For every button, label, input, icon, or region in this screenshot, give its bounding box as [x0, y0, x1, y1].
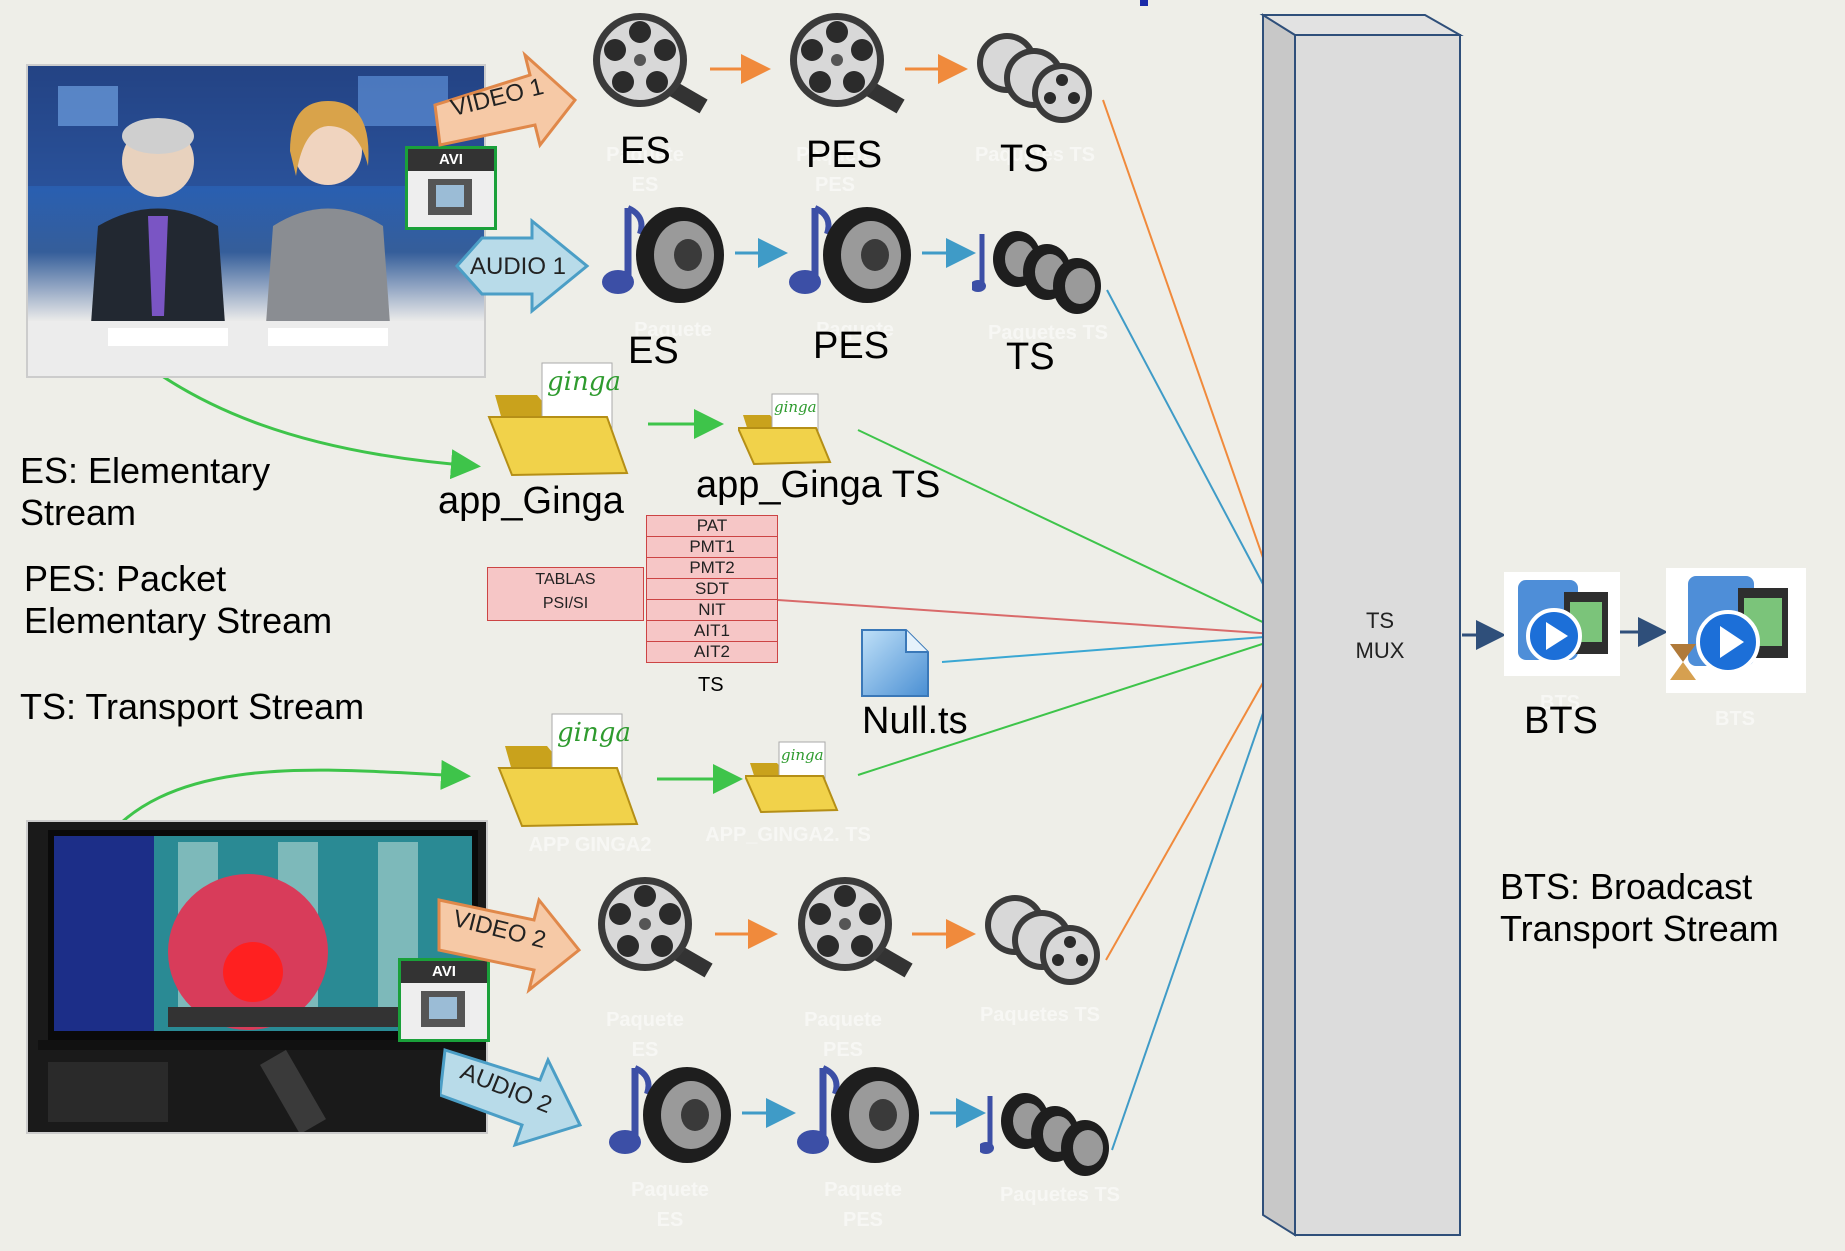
avi-file-icon: AVI [405, 146, 497, 230]
ghost-paquetes-ts-v2: Paquetes TS [979, 1004, 1101, 1026]
film-reels-stack-icon [985, 895, 1100, 985]
table-row-pat: PAT [646, 515, 778, 537]
svg-text:ginga: ginga [781, 746, 824, 764]
film-reel-icon [598, 877, 713, 978]
table-row-ait1: AIT1 [646, 620, 778, 642]
ghost-paquete-a1-pes: Paquete [816, 319, 894, 341]
table-row-pmt1: PMT1 [646, 536, 778, 558]
file-icon [861, 629, 929, 697]
ginga-folder-icon-2: ginga [497, 713, 639, 828]
ghost-paquete-a1: Paquete [634, 319, 712, 341]
ghost-paquete-es-v1: Paquete ES [606, 144, 684, 196]
avi-file-icon-2: AVI [398, 958, 490, 1042]
table-row-nit: NIT [646, 599, 778, 621]
ghost-paquetes-ts-v1: Paquetes TS [974, 144, 1096, 166]
ghost-paquetes-ts-a1: Paquetes TS [987, 322, 1109, 344]
audio1-ts-label: TS [1006, 336, 1055, 378]
ghost-app-ginga2: APP GINGA2 [528, 834, 652, 856]
speakers-stack-icon [972, 231, 1101, 314]
film-reel-icon [790, 13, 905, 114]
speaker-icon [789, 205, 911, 303]
avi-label-2: AVI [401, 961, 487, 983]
bts-media-icon-2 [1666, 568, 1806, 693]
video2-arrow-icon [437, 896, 582, 994]
svg-text:ginga: ginga [774, 398, 817, 416]
audio2-arrow-icon [440, 1048, 583, 1148]
table-row-sdt: SDT [646, 578, 778, 600]
ghost-bts-1: BTS [1540, 692, 1580, 714]
ghost-bts-2: BTS [1715, 708, 1755, 730]
psi-tables-stack: PAT PMT1 PMT2 SDT NIT AIT1 AIT2 [646, 515, 778, 663]
legend-pes: PES: Packet Elementary Stream [24, 558, 333, 641]
ts-mux-line2: MUX [1355, 638, 1405, 663]
video1-ts-label: TS [1000, 138, 1049, 180]
speaker-icon [797, 1065, 919, 1163]
audio1-es-label: ES [628, 330, 679, 372]
film-reels-stack-icon [977, 33, 1092, 123]
film-strip-icon-2 [421, 991, 465, 1027]
tablas-line2: PSI/SI [542, 595, 589, 612]
ginga-folder-icon-small-2: ginga [745, 741, 839, 814]
video1-pes-label: PES [806, 134, 883, 176]
film-reel-icon [593, 13, 708, 114]
tablas-line1: TABLAS [535, 571, 596, 588]
avi-label: AVI [408, 149, 494, 171]
film-reel-icon [798, 877, 913, 978]
audio1-label: AUDIO 1 [470, 253, 567, 280]
audio1-pes-label: PES [813, 325, 890, 367]
ghost-paquetes-ts-a2: Paquetes TS [999, 1184, 1121, 1206]
film-strip-icon [428, 179, 472, 215]
audio1-arrow-icon [454, 217, 590, 315]
null-ts-label: Null.ts [862, 700, 968, 742]
ghost-paquete-es-a2: Paquete ES [631, 1179, 709, 1231]
tables-ts-label: TS [698, 674, 724, 696]
tablas-psi-si-box: TABLAS PSI/SI [487, 567, 644, 621]
svg-text:ginga: ginga [547, 367, 621, 397]
speaker-icon [609, 1065, 731, 1163]
ghost-app-ginga2-ts: APP_GINGA2. TS [705, 824, 871, 846]
svg-text:ginga: ginga [557, 718, 631, 748]
app-ginga-ts-label: app_Ginga TS [696, 464, 941, 506]
app-ginga-label: app_Ginga [438, 480, 624, 522]
ghost-paquete-pes-v2: Paquete PES [804, 1009, 882, 1061]
ghost-paquete-pes-v1: Paquete PES [796, 144, 874, 196]
ginga-folder-icon-small: ginga [738, 393, 832, 466]
bts-media-icon [1504, 572, 1620, 676]
ts-mux-label: TS MUX [1340, 606, 1420, 666]
legend-es: ES: Elementary Stream [20, 450, 271, 533]
legend-bts: BTS: Broadcast Transport Stream [1500, 866, 1779, 949]
ghost-paquete-es-v2: Paquete ES [606, 1009, 684, 1061]
table-row-pmt2: PMT2 [646, 557, 778, 579]
video1-arrow-icon [433, 50, 578, 149]
ghost-paquete-pes-a2: Paquete PES [824, 1179, 902, 1231]
speaker-icon [602, 205, 724, 303]
bts-label: BTS [1524, 700, 1598, 742]
table-row-ait2: AIT2 [646, 641, 778, 663]
ginga-folder-icon: ginga [487, 362, 629, 477]
video1-es-label: ES [620, 130, 671, 172]
speakers-stack-icon [980, 1093, 1109, 1176]
ts-mux-box [1259, 13, 1464, 1237]
ts-mux-line1: TS [1365, 608, 1395, 633]
legend-ts: TS: Transport Stream [20, 686, 365, 727]
